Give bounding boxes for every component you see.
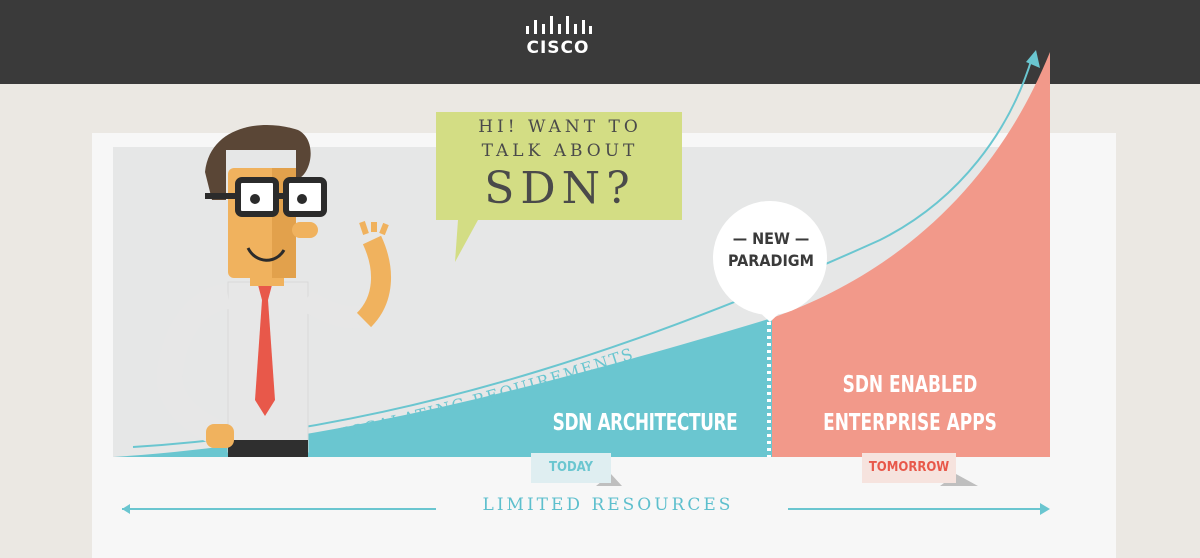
speech-bubble bbox=[436, 112, 682, 220]
milestone-line-1: — NEW — bbox=[732, 229, 810, 248]
architecture-area bbox=[113, 318, 772, 457]
today-tag: TODAY bbox=[531, 453, 611, 483]
tomorrow-tag-arrow-icon bbox=[940, 474, 978, 486]
enterprise-apps-label-line-2: ENTERPRISE APPS bbox=[823, 410, 997, 436]
milestone-label: — NEW — PARADIGM bbox=[714, 228, 828, 272]
cisco-logo[interactable]: CISCO bbox=[523, 14, 593, 66]
resources-arrow-right-icon bbox=[1040, 503, 1050, 515]
speech-bubble-text: HI! WANT TO TALK ABOUT SDN? bbox=[438, 115, 682, 215]
limited-resources-label: LIMITED RESOURCES bbox=[482, 495, 734, 515]
bubble-line-3: SDN? bbox=[484, 163, 636, 214]
enterprise-apps-label-line-1: SDN ENABLED bbox=[842, 372, 978, 398]
presenter-character-icon bbox=[156, 125, 391, 457]
cisco-bars-icon bbox=[526, 16, 592, 34]
bubble-line-1: HI! WANT TO bbox=[478, 117, 642, 137]
enterprise-apps-area bbox=[772, 52, 1050, 457]
bubble-line-2: TALK ABOUT bbox=[481, 141, 639, 161]
header-bar: CISCO bbox=[0, 0, 1200, 84]
speech-bubble-tail bbox=[455, 220, 478, 262]
curve-arrowhead-icon bbox=[1026, 50, 1040, 68]
logo-text: CISCO bbox=[526, 38, 590, 58]
architecture-label: SDN ARCHITECTURE bbox=[552, 410, 738, 436]
tomorrow-tag: TOMORROW bbox=[862, 453, 956, 483]
milestone-line-2: PARADIGM bbox=[728, 251, 814, 270]
milestone-pin bbox=[713, 201, 827, 315]
milestone-pin-tip bbox=[752, 305, 788, 322]
resources-arrow-left-icon bbox=[122, 504, 130, 514]
